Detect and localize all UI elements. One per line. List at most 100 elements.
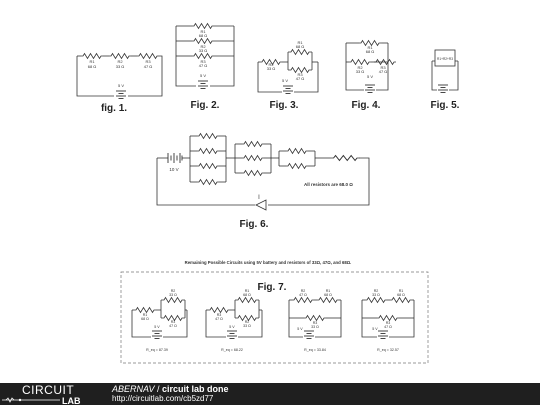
- fig1-r2-value: 33 Ω: [116, 64, 125, 69]
- svg-text:68 Ω: 68 Ω: [397, 293, 405, 297]
- fig7-circuit-b: R3 47 Ω R1 68 Ω R2 33 Ω 5 V R_eq = 68.22: [205, 289, 263, 352]
- fig7b-resistor-2: [235, 297, 259, 303]
- fig1-circuit: [76, 55, 163, 97]
- fig6-battery: [167, 153, 183, 163]
- svg-text:47 Ω: 47 Ω: [215, 317, 223, 321]
- svg-text:R1: R1: [143, 313, 148, 317]
- fig4-r1-value: 68 Ω: [366, 49, 375, 54]
- fig1-resistor-r2: [108, 53, 132, 59]
- fig6-resistor-2a: [241, 141, 265, 147]
- svg-text:R_eq = 32.57: R_eq = 32.57: [377, 348, 399, 352]
- fig6-resistor-3a: [285, 148, 309, 154]
- fig6-circuit: [156, 135, 370, 206]
- fig4-r2-label: R2: [357, 65, 363, 70]
- fig7c-resistor-1: [291, 297, 315, 303]
- fig1-resistor-r3: [136, 53, 160, 59]
- fig2-battery: [197, 80, 209, 89]
- fig3-r3-value: 47 Ω: [296, 76, 305, 81]
- fig2-r1-value: 68 Ω: [199, 33, 208, 38]
- fig1-r3-label: R3: [145, 59, 151, 64]
- fig4-battery: [364, 84, 376, 93]
- fig7-title: Remaining Possible Circuits using 5V bat…: [185, 260, 352, 265]
- fig7d-resistor-3: [376, 315, 400, 321]
- fig6-note: All resistors are 68.0 Ω: [304, 182, 353, 187]
- svg-text:R3: R3: [313, 321, 318, 325]
- circuitlab-logo[interactable]: CIRCUIT LAB: [0, 383, 100, 405]
- fig7-caption: Fig. 7.: [258, 282, 287, 293]
- fig1-resistor-r1: [80, 53, 104, 59]
- svg-text:R2: R2: [171, 289, 176, 293]
- fig7c-resistor-3: [303, 315, 327, 321]
- fig7d-resistor-1: [364, 297, 388, 303]
- fig3-r1-label: R1: [297, 40, 303, 45]
- svg-text:47 Ω: 47 Ω: [384, 325, 392, 329]
- svg-text:5 V: 5 V: [297, 327, 303, 331]
- fig3-resistor-r1: [288, 49, 312, 55]
- fig6-current-arrow: [255, 199, 267, 211]
- fig2-r3-value: 47 Ω: [199, 63, 208, 68]
- footer-separator: /: [154, 384, 163, 394]
- svg-text:R_eq = 87.39: R_eq = 87.39: [146, 348, 168, 352]
- footer-project[interactable]: circuit lab done: [162, 384, 229, 394]
- fig2-r2-value: 33 Ω: [199, 48, 208, 53]
- fig3-caption: Fig. 3.: [270, 100, 299, 111]
- fig6-resistor-1c: [196, 163, 220, 169]
- fig7a-resistor-2: [161, 297, 185, 303]
- logo-text-bottom: LAB: [62, 396, 81, 405]
- svg-text:5 V: 5 V: [229, 325, 235, 329]
- fig5-caption: Fig. 5.: [431, 100, 460, 111]
- fig4-circuit: [345, 42, 389, 91]
- footer-bar: CIRCUIT LAB ABERNAV / circuit lab done h…: [0, 383, 540, 405]
- fig7-dashed-frame: [120, 271, 429, 364]
- svg-text:R2: R2: [301, 289, 306, 293]
- logo-text-top: CIRCUIT: [22, 383, 74, 397]
- svg-text:68 Ω: 68 Ω: [141, 317, 149, 321]
- fig7-circuit-c: R2 47 Ω R1 68 Ω R3 33 Ω 5 V R_eq = 33.84: [288, 289, 342, 352]
- fig3-r2-value: 33 Ω: [267, 66, 276, 71]
- fig4-r1-label: R1: [367, 45, 373, 50]
- fig6-resistor-2b: [241, 155, 265, 161]
- fig7b-resistor-1: [207, 307, 231, 313]
- logo-resistor-icon: [5, 397, 15, 403]
- svg-text:R_eq = 33.84: R_eq = 33.84: [304, 348, 326, 352]
- fig6-resistor-4: [330, 154, 361, 162]
- fig4-r3-label: R3: [380, 65, 386, 70]
- fig3-circuit: [257, 51, 319, 93]
- fig2-resistor-r3: [191, 53, 215, 59]
- svg-text:68 Ω: 68 Ω: [243, 293, 251, 297]
- footer-info: ABERNAV / circuit lab done http://circui…: [112, 384, 229, 404]
- fig7-circuit-a: R1 68 Ω R2 33 Ω R3 47 Ω 5 V R_eq = 87.39: [131, 289, 188, 352]
- svg-text:R2: R2: [374, 289, 379, 293]
- fig7c-battery: [303, 330, 315, 339]
- svg-text:R3: R3: [171, 320, 176, 324]
- svg-text:47 Ω: 47 Ω: [169, 324, 177, 328]
- svg-text:R1: R1: [399, 289, 404, 293]
- fig2-circuit: [175, 25, 235, 87]
- fig2-caption: Fig. 2.: [191, 100, 220, 111]
- svg-text:68 Ω: 68 Ω: [324, 293, 332, 297]
- fig2-r3-label: R3: [200, 59, 206, 64]
- svg-text:R1: R1: [245, 289, 250, 293]
- fig4-caption: Fig. 4.: [352, 100, 381, 111]
- fig3-r2-label: R2: [268, 62, 274, 67]
- fig1-voltage: 5 V: [118, 83, 124, 88]
- fig5-battery: [437, 84, 449, 93]
- footer-user[interactable]: ABERNAV: [112, 384, 155, 394]
- fig7b-battery: [226, 330, 238, 339]
- fig4-r3-value: 47 Ω: [379, 69, 388, 74]
- fig7d-battery: [377, 330, 389, 339]
- svg-text:R1: R1: [326, 289, 331, 293]
- footer-url[interactable]: http://circuitlab.com/cb5zd77: [112, 394, 214, 403]
- fig1-r1-label: R1: [89, 59, 95, 64]
- fig6-resistor-1a: [196, 133, 220, 139]
- fig5-box-label: R1+R2+R3: [437, 57, 453, 61]
- fig6-resistor-3b: [285, 163, 309, 169]
- svg-text:33 Ω: 33 Ω: [169, 293, 177, 297]
- fig3-battery: [282, 85, 294, 94]
- fig4-resistor-r2: [348, 59, 372, 65]
- fig3-voltage: 5 V: [282, 78, 288, 83]
- fig5-equivalent-resistor-box: [434, 49, 456, 67]
- fig3-r3-label: R3: [297, 72, 303, 77]
- fig1-r1-value: 68 Ω: [88, 64, 97, 69]
